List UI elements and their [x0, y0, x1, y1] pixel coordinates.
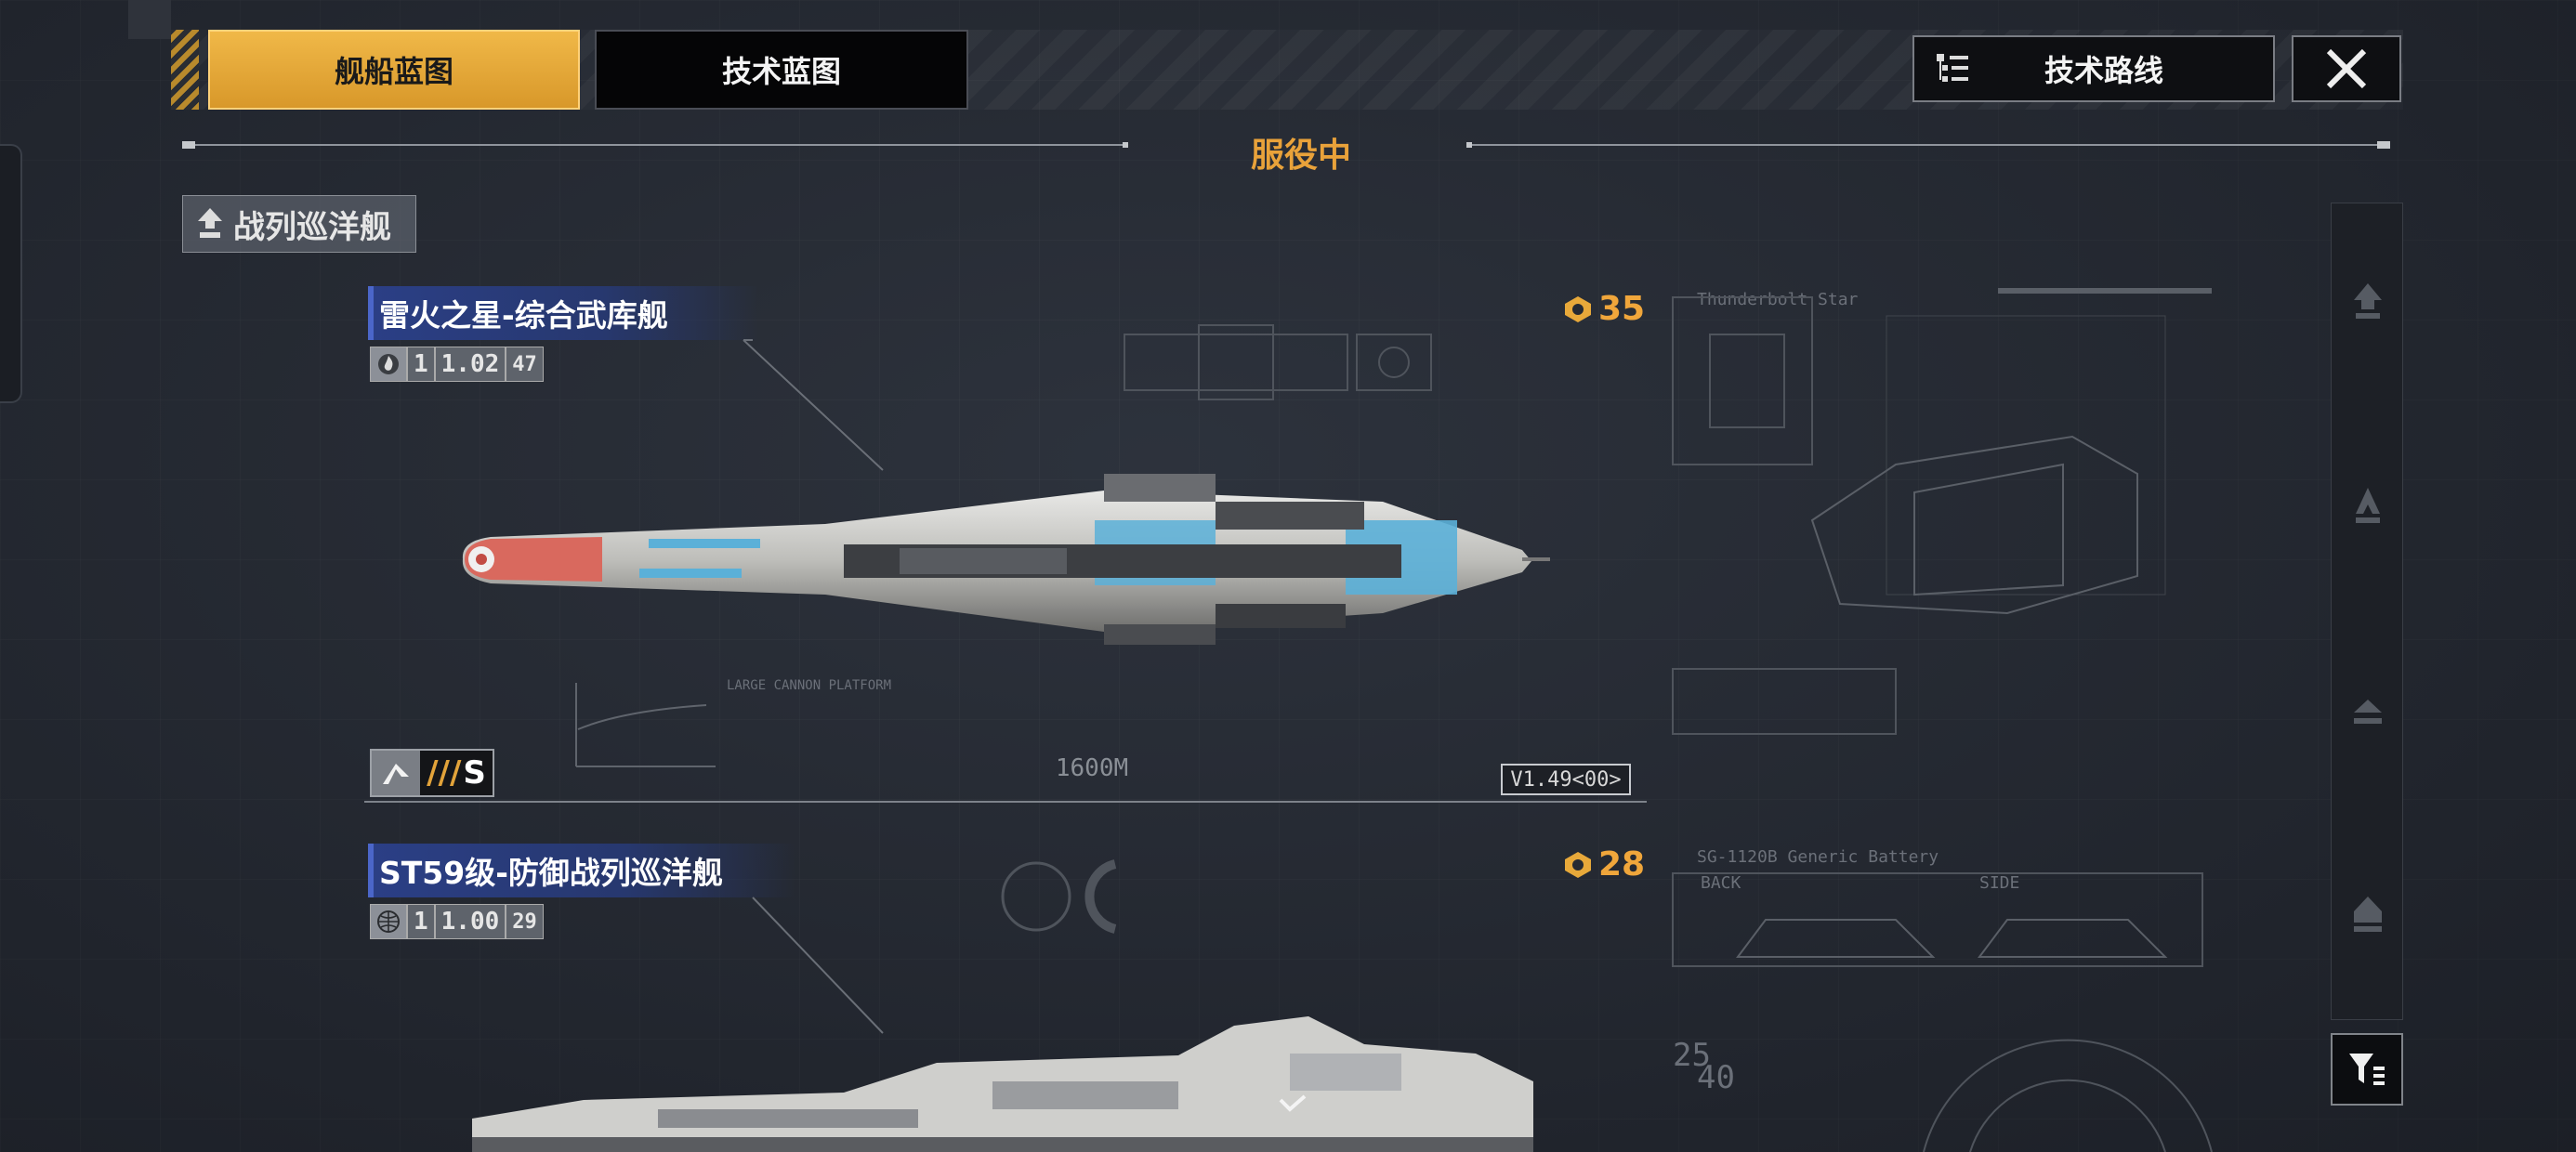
filter-icon: [2349, 1054, 2385, 1085]
status-line-cap-right: [2377, 141, 2390, 149]
ship-1-version: V1.49<00>: [1501, 764, 1631, 795]
cost-icon: [1565, 851, 1591, 878]
ship-1-ruler: [364, 801, 1647, 814]
stat-sub: 47: [506, 347, 544, 382]
ship-1-image: [462, 474, 1550, 645]
tech-route-button[interactable]: 技术路线: [1912, 35, 2275, 102]
frigate-class-icon[interactable]: [2345, 278, 2391, 324]
flame-icon: [370, 347, 407, 382]
ship-name: 雷火之星-综合武库舰: [368, 286, 758, 340]
stat-sub: 29: [506, 904, 544, 939]
ship-2-callout-line: [752, 897, 884, 1034]
ship-2-cost: 28: [1563, 845, 1645, 884]
tab-ship-blueprint[interactable]: 舰船蓝图: [208, 30, 580, 110]
status-line-dot-left: [1123, 142, 1128, 148]
ship-2-stats: 1 1.00 29: [370, 903, 544, 940]
blueprint-arc: [1923, 1039, 2213, 1152]
blueprint-label-side: SIDE: [1979, 873, 2020, 893]
tab-tech-blueprint[interactable]: 技术蓝图: [595, 30, 968, 110]
tech-route-label: 技术路线: [2044, 53, 2163, 88]
blueprint-label-cannon: LARGE CANNON PLATFORM: [727, 678, 892, 693]
top-bar-accent-stripe: [171, 30, 199, 110]
ship-card-2[interactable]: ST59级-防御战列巡洋舰: [368, 844, 795, 897]
top-corner-block: [128, 0, 171, 39]
close-button[interactable]: [2292, 35, 2401, 102]
blueprint-label-thunderbolt: Thunderbolt Star: [1697, 290, 1859, 309]
blueprint-number-40: 40: [1697, 1059, 1735, 1096]
destroyer-class-icon[interactable]: [2345, 482, 2391, 529]
status-line-cap-left: [182, 141, 195, 149]
blueprint-label-back: BACK: [1701, 873, 1741, 893]
ship-1-stats: 1 1.02 47: [370, 346, 544, 383]
ship-1-cost: 35: [1563, 290, 1645, 328]
stat-value: 1.02: [434, 347, 506, 382]
status-line-dot-right: [1466, 142, 1472, 148]
capital-class-icon[interactable]: [2345, 891, 2391, 937]
blueprint-graph: [575, 683, 716, 767]
tech-tree-icon: [1935, 50, 1972, 87]
blueprint-number-25: 25: [1673, 1037, 1711, 1074]
blueprint-module-sketch: [1672, 288, 2212, 735]
blueprint-battery-sketch: [1672, 872, 2203, 967]
service-status-label: 服役中: [1250, 137, 1351, 175]
ship-1-tier-badge: /// S: [370, 749, 494, 797]
cost-icon: [1565, 295, 1591, 322]
ship-2-image: [472, 1016, 1533, 1152]
blueprint-turret-sketch: [1124, 324, 1432, 400]
status-line-left: [195, 144, 1124, 146]
ship-name: ST59级-防御战列巡洋舰: [368, 844, 795, 897]
ship-1-scale: 1600M: [1055, 754, 1129, 782]
tier-slashes: ///: [427, 754, 462, 792]
tier-grade: S: [463, 754, 486, 792]
cost-value: 35: [1598, 290, 1646, 328]
battlecruiser-icon: [196, 206, 224, 242]
class-filter-column: [2331, 203, 2403, 1020]
close-icon: [2326, 48, 2367, 89]
stat-level: 1: [407, 904, 435, 939]
cost-value: 28: [1598, 845, 1646, 884]
blueprint-gauge: [1001, 859, 1117, 934]
left-side-dock[interactable]: [0, 144, 22, 403]
ship-category-label: 战列巡洋舰: [233, 208, 391, 246]
stat-value: 1.00: [434, 904, 506, 939]
cruiser-class-icon[interactable]: [2345, 687, 2391, 733]
globe-icon: [370, 904, 407, 939]
stat-level: 1: [407, 347, 435, 382]
ship-card-1[interactable]: 雷火之星-综合武库舰: [368, 286, 758, 340]
blueprint-label-battery: SG-1120B Generic Battery: [1697, 847, 1939, 867]
ship-1-callout-line: [743, 339, 884, 471]
rank-chevron-icon: [372, 751, 420, 795]
status-line-right: [1472, 144, 2379, 146]
filter-button[interactable]: [2331, 1033, 2403, 1106]
ship-category-badge[interactable]: 战列巡洋舰: [182, 195, 416, 253]
